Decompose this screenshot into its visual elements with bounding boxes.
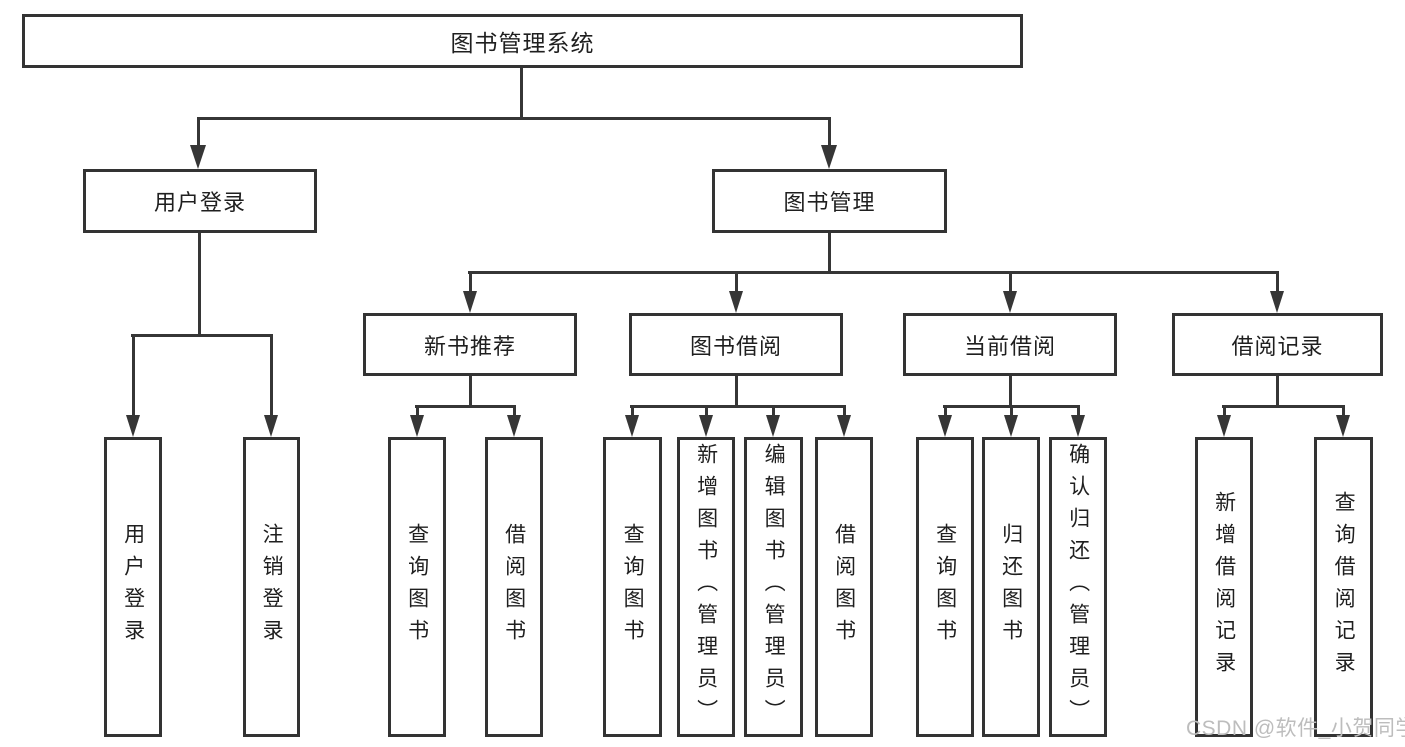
leaf-borrow-books: 借阅图书 bbox=[815, 437, 873, 737]
connector-drop bbox=[772, 405, 775, 420]
connector-bookmgmt-stub bbox=[828, 231, 831, 274]
arrowhead bbox=[1071, 415, 1085, 437]
leaf-borrow-books-recommend: 借阅图书 bbox=[485, 437, 543, 737]
arrowhead-current bbox=[1003, 291, 1017, 313]
leaf-confirm-return-admin: 确认归还（管理员） bbox=[1049, 437, 1107, 737]
node-current-borrowing: 当前借阅 bbox=[903, 313, 1117, 376]
connector-drop-borrowing bbox=[735, 271, 738, 295]
node-label: 图书管理系统 bbox=[450, 30, 595, 56]
node-label: 借阅记录 bbox=[1231, 333, 1324, 359]
node-new-book-recommend: 新书推荐 bbox=[363, 313, 577, 376]
node-label: 用户登录 bbox=[153, 190, 246, 215]
connector-drop bbox=[944, 405, 947, 420]
leaf-add-books-admin: 新增图书（管理员） bbox=[677, 437, 735, 737]
arrowhead-leaf-logout bbox=[264, 415, 278, 437]
csdn-watermark: CSDN @软件_小贺同学 bbox=[1186, 717, 1405, 740]
leaf-add-borrow-record: 新增借阅记录 bbox=[1195, 437, 1253, 737]
node-label: 借阅图书 bbox=[502, 523, 526, 651]
connector-recommend-stub bbox=[469, 374, 472, 408]
leaf-logout: 注销登录 bbox=[243, 437, 300, 737]
connector-drop bbox=[1223, 405, 1226, 420]
connector-records-stub bbox=[1276, 374, 1279, 408]
connector-drop bbox=[705, 405, 708, 420]
leaf-query-books-recommend: 查询图书 bbox=[388, 437, 446, 737]
connector-drop-recommend bbox=[469, 271, 472, 295]
node-label: 查询图书 bbox=[405, 523, 429, 651]
connector-drop-records bbox=[1276, 271, 1279, 295]
node-label: 查询图书 bbox=[621, 523, 645, 651]
arrowhead bbox=[410, 415, 424, 437]
node-label: 图书管理 bbox=[783, 190, 876, 215]
arrowhead-recommend bbox=[463, 291, 477, 313]
connector-drop-leaf-logout bbox=[270, 334, 273, 420]
node-label: 注销登录 bbox=[260, 523, 284, 651]
connector-drop bbox=[1342, 405, 1345, 420]
leaf-return-books: 归还图书 bbox=[982, 437, 1040, 737]
connector-borrowing-hline bbox=[630, 405, 845, 408]
connector-drop bbox=[1010, 405, 1013, 420]
node-label: 借阅图书 bbox=[832, 523, 856, 651]
arrowhead bbox=[766, 415, 780, 437]
node-book-borrowing: 图书借阅 bbox=[629, 313, 843, 376]
connector-root-hline bbox=[197, 117, 830, 120]
connector-drop bbox=[631, 405, 634, 420]
node-label: 编辑图书（管理员） bbox=[762, 443, 786, 731]
node-book-management: 图书管理 bbox=[712, 169, 947, 233]
node-label: 新增借阅记录 bbox=[1212, 491, 1236, 683]
connector-drop-user-login bbox=[197, 117, 200, 150]
arrowhead-records bbox=[1270, 291, 1284, 313]
arrowhead bbox=[699, 415, 713, 437]
connector-records-hline bbox=[1222, 405, 1344, 408]
arrowhead-leaf-login bbox=[126, 415, 140, 437]
node-label: 图书借阅 bbox=[689, 333, 782, 359]
node-label: 新书推荐 bbox=[423, 333, 516, 359]
node-borrowing-records: 借阅记录 bbox=[1172, 313, 1383, 376]
leaf-query-books-borrowing: 查询图书 bbox=[603, 437, 662, 737]
connector-recommend-hline bbox=[415, 405, 515, 408]
connector-userlogin-hline bbox=[131, 334, 272, 337]
leaf-user-login: 用户登录 bbox=[104, 437, 162, 737]
arrowhead bbox=[625, 415, 639, 437]
arrowhead bbox=[507, 415, 521, 437]
arrowhead bbox=[938, 415, 952, 437]
node-library-system: 图书管理系统 bbox=[22, 14, 1023, 68]
connector-root-stub bbox=[520, 68, 523, 119]
connector-drop bbox=[1077, 405, 1080, 420]
arrowhead bbox=[1004, 415, 1018, 437]
node-label: 归还图书 bbox=[999, 523, 1023, 651]
connector-drop bbox=[416, 405, 419, 420]
arrowhead bbox=[837, 415, 851, 437]
arrowhead bbox=[1336, 415, 1350, 437]
node-label: 查询借阅记录 bbox=[1332, 491, 1356, 683]
connector-drop bbox=[843, 405, 846, 420]
connector-drop-leaf-login bbox=[132, 334, 135, 420]
connector-drop-current bbox=[1009, 271, 1012, 295]
connector-borrowing-stub bbox=[735, 374, 738, 408]
node-user-login: 用户登录 bbox=[83, 169, 317, 233]
connector-bookmgmt-hline bbox=[468, 271, 1279, 274]
leaf-edit-books-admin: 编辑图书（管理员） bbox=[744, 437, 803, 737]
node-label: 新增图书（管理员） bbox=[694, 443, 718, 731]
arrowhead-borrowing bbox=[729, 291, 743, 313]
leaf-query-borrow-record: 查询借阅记录 bbox=[1314, 437, 1373, 737]
node-label: 确认归还（管理员） bbox=[1066, 443, 1090, 731]
node-label: 查询图书 bbox=[933, 523, 957, 651]
node-label: 用户登录 bbox=[121, 523, 145, 651]
connector-userlogin-stub bbox=[198, 231, 201, 336]
arrowhead bbox=[1217, 415, 1231, 437]
arrowhead-user-login bbox=[190, 145, 206, 169]
connector-current-stub bbox=[1009, 374, 1012, 408]
arrowhead-book-mgmt bbox=[821, 145, 837, 169]
node-label: 当前借阅 bbox=[963, 333, 1056, 359]
connector-drop bbox=[513, 405, 516, 420]
leaf-query-books-current: 查询图书 bbox=[916, 437, 974, 737]
connector-drop-book-mgmt bbox=[828, 117, 831, 150]
